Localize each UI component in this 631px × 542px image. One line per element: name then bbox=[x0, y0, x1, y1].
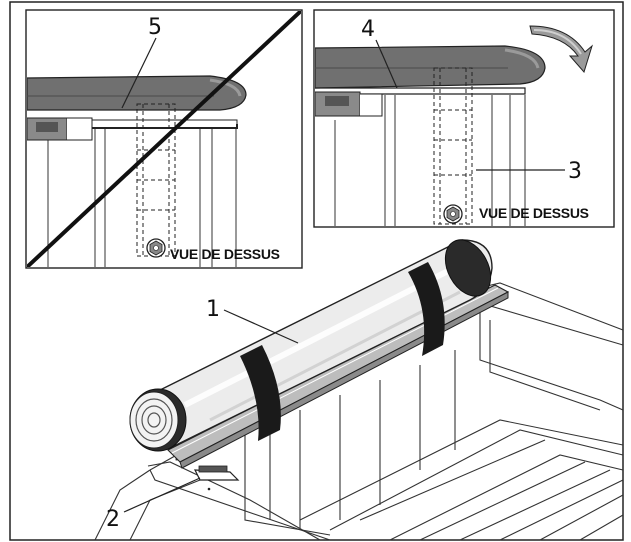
inset-left-caption: VUE DE DESSUS bbox=[170, 246, 280, 262]
strap-left bbox=[240, 345, 281, 441]
bolt-icon bbox=[443, 204, 463, 224]
roll-end-spiral bbox=[129, 388, 187, 452]
curved-arrow-icon bbox=[529, 25, 593, 74]
prohibited-slash bbox=[27, 11, 301, 267]
callout-4-label: 4 bbox=[361, 17, 375, 42]
strap-right bbox=[408, 262, 445, 356]
inset-left: 5 VUE DE DESSUS bbox=[25, 9, 303, 269]
inset-right: 4 3 VUE DE DESSUS bbox=[313, 9, 615, 228]
callout-1-label: 1 bbox=[206, 297, 220, 322]
callout-3-label: 3 bbox=[568, 159, 582, 184]
inset-right-caption: VUE DE DESSUS bbox=[479, 205, 589, 221]
bolt-icon bbox=[146, 238, 166, 258]
callout-5-label: 5 bbox=[148, 15, 162, 40]
callout-2: 2 bbox=[106, 477, 201, 532]
callout-2-label: 2 bbox=[106, 507, 120, 532]
rolled-tonneau-cover bbox=[129, 239, 493, 452]
callout-1: 1 bbox=[206, 297, 299, 344]
